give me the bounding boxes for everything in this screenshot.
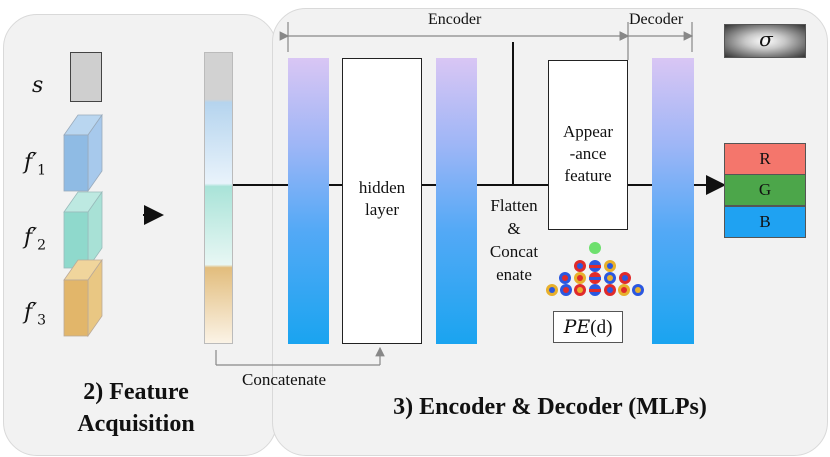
f3-cube-icon — [63, 258, 103, 338]
encoder-input-layer — [288, 58, 329, 344]
sigma-output-box: σ — [724, 24, 806, 58]
encoder-decoder-title: 3) Encoder & Decoder (MLPs) — [393, 394, 707, 420]
encoder-label: Encoder — [428, 11, 482, 28]
f1-cube-icon — [63, 113, 103, 193]
feature-acquisition-title: 2) Feature Acquisition — [77, 379, 195, 437]
f2-label: f′2 — [24, 225, 47, 254]
hidden-layer-box: hidden layer — [342, 58, 422, 344]
spherical-harmonics-icon — [546, 242, 644, 296]
concatenate-label: Concatenate — [242, 370, 327, 389]
f1-label: f′1 — [24, 150, 47, 179]
f3-label: f′3 — [24, 300, 47, 329]
s-feature-box — [70, 52, 102, 102]
decoder-layer — [652, 58, 694, 344]
s-label: s — [32, 73, 44, 98]
output-g: G — [724, 174, 806, 206]
output-b: B — [724, 206, 806, 238]
output-r: R — [724, 143, 806, 175]
decoder-label: Decoder — [629, 11, 684, 28]
f2-cube-icon — [63, 190, 103, 270]
encoder-output-layer — [436, 58, 477, 344]
appearance-feature-box: Appear -ance feature — [548, 60, 628, 230]
positional-encoding-box: PE(d) — [553, 311, 623, 343]
flatten-concatenate-label: Flatten & Concat enate — [489, 196, 539, 284]
concatenated-feature-bar — [204, 52, 233, 344]
sigma-symbol: σ — [759, 27, 773, 51]
